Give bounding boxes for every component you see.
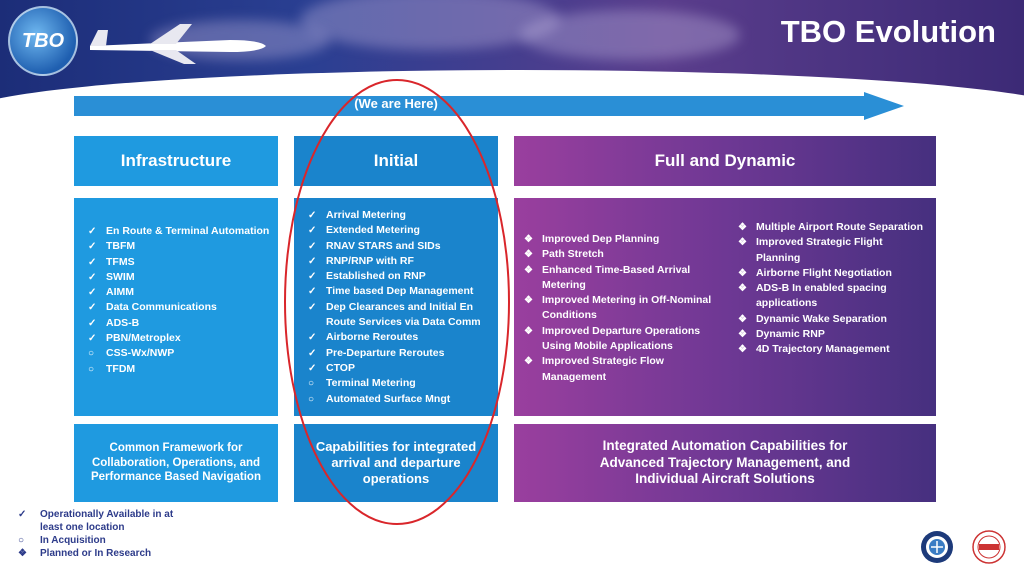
infrastructure-list-panel: ✓En Route & Terminal Automation ✓TBFM ✓T…	[74, 198, 278, 416]
list-item: ✓RNP/RNP with RF	[308, 254, 414, 267]
airplane-icon	[90, 24, 266, 64]
list-item: ✓PBN/Metroplex	[88, 332, 181, 345]
column-header-full-dynamic: Full and Dynamic	[514, 136, 936, 186]
list-item: ✓SWIM	[88, 270, 135, 283]
list-item: ○Automated Surface Mngt	[308, 392, 451, 405]
list-item: ✓Time based Dep Management	[308, 285, 474, 298]
full-dynamic-footer: Integrated Automation Capabilities for A…	[514, 424, 936, 502]
full-dynamic-list-right: ❖Multiple Airport Route Separation ❖Impr…	[734, 220, 928, 416]
list-item: ❖ADS-B In enabled spacing applications	[737, 282, 887, 310]
legend-item: ✓Operationally Available in at least one…	[18, 509, 174, 533]
list-item: ❖Multiple Airport Route Separation	[737, 221, 923, 233]
legend: ✓Operationally Available in at least one…	[18, 508, 190, 560]
list-item: ❖Airborne Flight Negotiation	[737, 266, 892, 279]
list-item: ✓Pre-Departure Reroutes	[308, 346, 445, 359]
column-header-infrastructure: Infrastructure	[74, 136, 278, 186]
we-are-here-label: (We are Here)	[354, 96, 438, 111]
infrastructure-footer: Common Framework for Collaboration, Oper…	[74, 424, 278, 502]
list-item: ❖Improved Dep Planning	[524, 233, 660, 245]
list-item: ✓ADS-B	[88, 316, 140, 329]
list-item: ✓Arrival Metering	[308, 209, 406, 221]
logo-text: TBO	[21, 29, 65, 52]
column-header-initial: Initial	[294, 136, 498, 186]
list-item: ✓TFMS	[88, 255, 135, 268]
page-title: TBO Evolution	[780, 14, 996, 49]
initial-list-panel: ✓Arrival Metering ✓Extended Metering ✓RN…	[294, 198, 498, 416]
list-item: ○TFDM	[88, 362, 136, 375]
legend-item: ❖Planned or In Research	[18, 548, 152, 559]
list-item: ✓Established on RNP	[308, 270, 426, 283]
list-item: ✓AIMM	[88, 286, 134, 299]
full-dynamic-list-left: ❖Improved Dep Planning ❖Path Stretch ❖En…	[520, 232, 716, 416]
list-item: ✓Dep Clearances and Initial En Route Ser…	[308, 300, 481, 329]
list-item: ❖Improved Departure Operations Using Mob…	[524, 324, 701, 353]
list-item: ✓RNAV STARS and SIDs	[308, 239, 441, 252]
natca-seal-icon	[972, 530, 1006, 564]
initial-footer: Capabilities for integrated arrival and …	[294, 424, 498, 502]
list-item: ○Terminal Metering	[308, 377, 416, 390]
list-item: ✓Data Communications	[88, 301, 217, 314]
list-item: ✓Extended Metering	[308, 224, 420, 237]
tbo-globe-logo: TBO	[8, 6, 78, 76]
header-banner	[0, 0, 1024, 100]
list-item: ○CSS-Wx/NWP	[88, 347, 175, 360]
list-item: ❖Enhanced Time-Based Arrival Metering	[524, 263, 691, 291]
list-item: ✓CTOP	[308, 361, 355, 374]
list-item: ✓TBFM	[88, 240, 136, 253]
list-item: ❖Improved Strategic Flow Management	[524, 355, 664, 383]
list-item: ✓En Route & Terminal Automation	[88, 225, 270, 237]
full-dynamic-list-panel: ❖Improved Dep Planning ❖Path Stretch ❖En…	[514, 198, 936, 416]
list-item: ✓Airborne Reroutes	[308, 331, 419, 344]
legend-item: ○In Acquisition	[18, 535, 106, 546]
infrastructure-list: ✓En Route & Terminal Automation ✓TBFM ✓T…	[84, 224, 272, 377]
list-item: ❖4D Trajectory Management	[737, 343, 890, 356]
list-item: ❖Dynamic RNP	[737, 328, 825, 341]
list-item: ❖Dynamic Wake Separation	[737, 312, 887, 325]
initial-list: ✓Arrival Metering ✓Extended Metering ✓RN…	[304, 208, 492, 407]
list-item: ❖Improved Strategic Flight Planning	[737, 236, 883, 264]
faa-seal-icon	[921, 531, 953, 563]
list-item: ❖Improved Metering in Off-Nominal Condit…	[524, 294, 712, 322]
list-item: ❖Path Stretch	[524, 248, 604, 261]
